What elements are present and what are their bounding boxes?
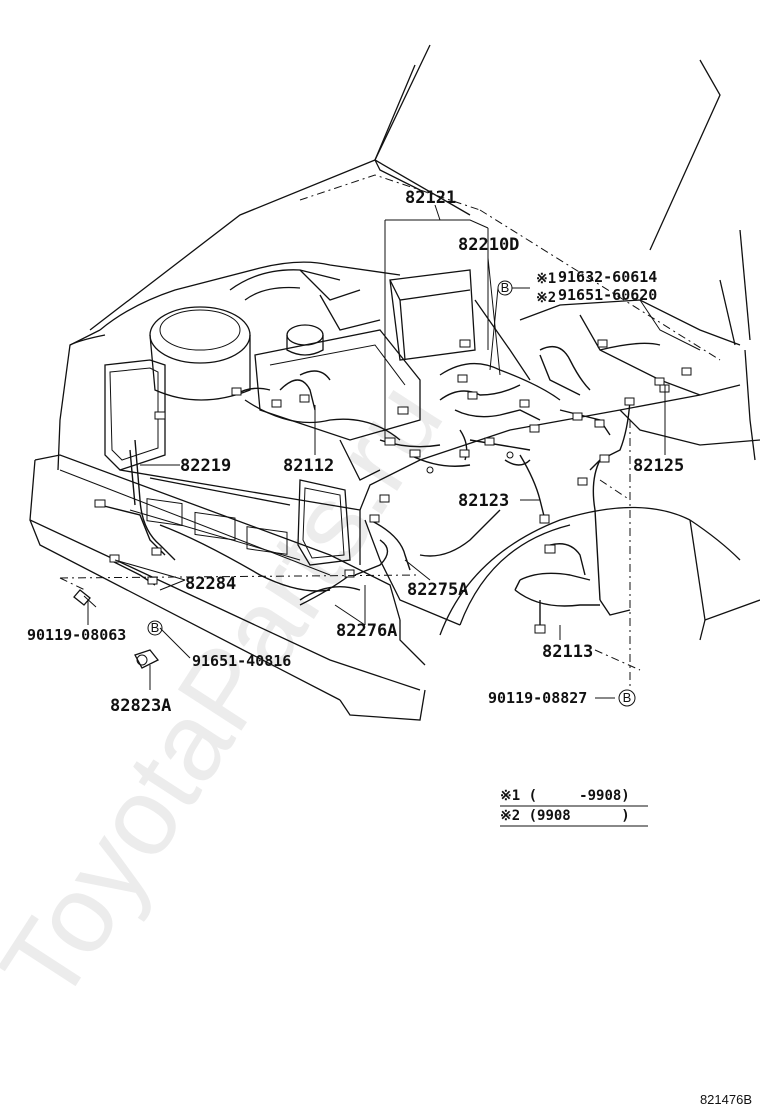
part-label-82823A[interactable]: 82823A <box>110 696 171 716</box>
watermark: ToyotaParts.ru <box>0 361 466 1023</box>
clamp-icon <box>134 649 160 669</box>
note-mark-2: ※2 <box>536 290 556 306</box>
part-label-91651-40816[interactable]: 91651-40816 <box>192 652 291 670</box>
part-label-90119-08063[interactable]: 90119-08063 <box>27 626 126 644</box>
hood-outline <box>89 44 751 346</box>
drawing-code: 821476B <box>700 1092 752 1107</box>
b-mark-icon: B <box>618 689 636 707</box>
part-label-90119-08827[interactable]: 90119-08827 <box>488 689 587 707</box>
part-label-91632-60614[interactable]: 91632-60614 <box>558 268 657 286</box>
part-label-82284[interactable]: 82284 <box>185 574 236 594</box>
connectors <box>94 339 692 634</box>
part-label-91651-60620[interactable]: 91651-60620 <box>558 286 657 304</box>
applicability-notes: ※1 ( -9908) ※2 (9908 ) <box>500 788 648 827</box>
leader-lines <box>59 174 721 699</box>
note-line-2: ※2 (9908 ) <box>500 808 630 824</box>
vehicle-body <box>29 261 760 721</box>
part-label-82210D[interactable]: 82210D <box>458 235 519 255</box>
b-mark-label: B <box>623 690 632 705</box>
part-label-82121[interactable]: 82121 <box>405 188 456 208</box>
part-label-82113[interactable]: 82113 <box>542 642 593 662</box>
note-line-1: ※1 ( -9908) <box>500 788 630 804</box>
b-mark-icon: B <box>497 280 513 296</box>
part-label-82123[interactable]: 82123 <box>458 491 509 511</box>
b-mark-label: B <box>501 280 510 295</box>
part-label-82275A[interactable]: 82275A <box>407 580 468 600</box>
b-mark-icon: B <box>147 620 163 636</box>
wiring-harness <box>99 342 661 625</box>
part-label-82276A[interactable]: 82276A <box>336 621 397 641</box>
part-label-82219[interactable]: 82219 <box>180 456 231 476</box>
b-mark-label: B <box>151 620 160 635</box>
engine-block <box>149 269 561 481</box>
bolt-icon <box>73 589 97 608</box>
note-mark-1: ※1 <box>536 271 556 287</box>
part-label-82112[interactable]: 82112 <box>283 456 334 476</box>
part-label-82125[interactable]: 82125 <box>633 456 684 476</box>
